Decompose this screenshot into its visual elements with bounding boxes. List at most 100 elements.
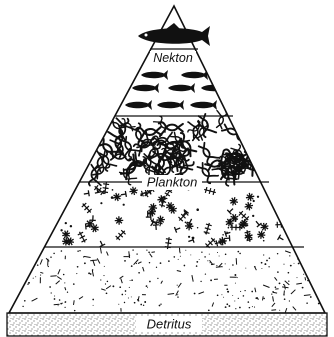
phytoplankton-t-icon bbox=[187, 218, 195, 225]
bacteria-speck bbox=[184, 265, 186, 267]
bacteria-speck bbox=[35, 276, 36, 277]
zooplankton-icon bbox=[108, 129, 124, 154]
bacteria-speck bbox=[289, 255, 290, 256]
bacteria-rod bbox=[32, 298, 38, 301]
bacteria-speck bbox=[298, 263, 300, 265]
bacteria-speck bbox=[249, 307, 251, 309]
bacteria-speck bbox=[159, 305, 161, 307]
bacteria-speck bbox=[60, 303, 62, 305]
bacteria-speck bbox=[289, 300, 290, 301]
bacteria-speck bbox=[225, 254, 227, 256]
bacteria-speck bbox=[200, 281, 201, 282]
phytoplankton-dot bbox=[188, 236, 190, 238]
bacteria-rod bbox=[285, 308, 287, 312]
bacteria-speck bbox=[84, 262, 86, 264]
bacteria-speck bbox=[77, 266, 79, 268]
bacteria-rod bbox=[74, 300, 75, 305]
phytoplankton-t-icon bbox=[83, 190, 89, 197]
bacteria-speck bbox=[279, 310, 280, 311]
bacteria-speck bbox=[196, 261, 198, 263]
phytoplankton-t-icon bbox=[90, 215, 96, 220]
bacteria-speck bbox=[245, 268, 246, 269]
phytoplankton-star-icon bbox=[228, 196, 239, 207]
bacteria-speck bbox=[143, 305, 144, 306]
bacteria-speck bbox=[239, 253, 241, 255]
bacteria-speck bbox=[227, 291, 229, 293]
bacteria-speck bbox=[105, 283, 106, 284]
bacteria-speck bbox=[54, 298, 56, 300]
bacteria-rod bbox=[178, 283, 181, 288]
phytoplankton-dot bbox=[60, 229, 62, 231]
nekton-label: Nekton bbox=[153, 51, 193, 65]
bacteria-speck bbox=[283, 264, 284, 265]
phytoplankton-dot bbox=[111, 196, 114, 199]
small-fish-icon bbox=[168, 83, 195, 93]
bacteria-speck bbox=[50, 256, 52, 258]
bacteria-speck bbox=[234, 274, 236, 276]
bacteria-speck bbox=[73, 283, 75, 285]
bacteria-speck bbox=[64, 282, 65, 283]
bacteria-rod bbox=[56, 281, 60, 285]
bacteria-speck bbox=[130, 280, 131, 281]
bacteria-speck bbox=[106, 292, 108, 294]
bacteria-speck bbox=[264, 263, 266, 265]
small-fish-icon bbox=[157, 100, 184, 110]
bacteria-speck bbox=[261, 262, 263, 264]
bacteria-speck bbox=[54, 295, 55, 296]
bacteria-speck bbox=[288, 281, 289, 282]
bacteria-speck bbox=[79, 250, 80, 251]
bacteria-speck bbox=[160, 262, 162, 264]
bacteria-speck bbox=[210, 279, 212, 281]
bacteria-speck bbox=[283, 294, 284, 295]
phytoplankton-t-icon bbox=[278, 235, 285, 243]
phytoplankton-chain-icon bbox=[203, 222, 212, 235]
bacteria-speck bbox=[121, 294, 123, 296]
bacteria-speck bbox=[232, 295, 233, 296]
bacteria-speck bbox=[22, 306, 23, 307]
phytoplankton-chain-icon bbox=[177, 210, 190, 223]
bacteria-speck bbox=[216, 265, 217, 266]
phytoplankton-chain-icon bbox=[203, 187, 216, 196]
bacteria-speck bbox=[125, 290, 127, 292]
zooplankton-icon bbox=[221, 120, 246, 140]
bacteria-rod bbox=[272, 303, 275, 307]
small-fish-icon bbox=[125, 100, 152, 110]
bacteria-speck bbox=[271, 293, 272, 294]
phytoplankton-star-icon bbox=[113, 215, 124, 226]
bacteria-speck bbox=[305, 268, 307, 270]
bacteria-speck bbox=[239, 307, 241, 309]
bacteria-rod bbox=[120, 276, 124, 278]
bacteria-speck bbox=[112, 285, 114, 287]
bacteria-speck bbox=[58, 305, 59, 306]
bacteria-speck bbox=[223, 297, 224, 298]
bacteria-speck bbox=[177, 285, 178, 286]
bacteria-speck bbox=[137, 299, 139, 301]
bacteria-speck bbox=[125, 294, 126, 295]
bacteria-rod bbox=[84, 256, 91, 257]
phytoplankton-chain-icon bbox=[114, 229, 127, 242]
bacteria-rod bbox=[65, 287, 66, 290]
bacteria-speck bbox=[306, 302, 308, 304]
bacteria-speck bbox=[146, 250, 147, 251]
bacteria-speck bbox=[147, 287, 148, 288]
bacteria-speck bbox=[27, 284, 28, 285]
bacteria-rod bbox=[212, 303, 214, 307]
bacteria-speck bbox=[217, 252, 218, 253]
phytoplankton-dot bbox=[65, 222, 67, 224]
bacteria-speck bbox=[294, 263, 295, 264]
phytoplankton-t-icon bbox=[227, 206, 235, 214]
bacteria-speck bbox=[284, 298, 286, 300]
bacteria-speck bbox=[178, 259, 179, 260]
bacteria-rod bbox=[150, 254, 153, 258]
bacteria-speck bbox=[64, 307, 65, 308]
bacteria-rod bbox=[305, 277, 306, 280]
phytoplankton-dot bbox=[235, 219, 237, 221]
bacteria-rod bbox=[199, 292, 205, 294]
bacteria-speck bbox=[61, 250, 63, 252]
phytoplankton-star-icon bbox=[243, 201, 254, 212]
phytoplankton-chain-icon bbox=[93, 184, 106, 196]
bacteria-speck bbox=[234, 301, 235, 302]
phytoplankton-chain-icon bbox=[77, 230, 88, 243]
bacteria-speck bbox=[238, 298, 239, 299]
bacteria-speck bbox=[100, 279, 101, 280]
